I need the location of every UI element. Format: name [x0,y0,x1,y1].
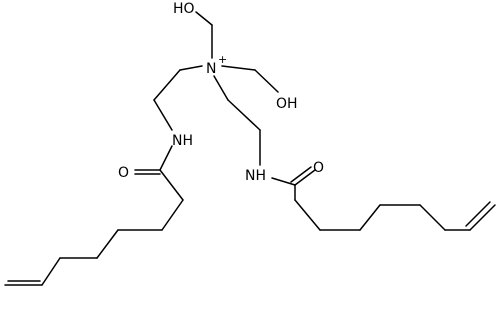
bond [161,199,184,231]
bond [213,75,229,101]
atom-oh-top: HO [173,1,195,17]
bond [41,257,61,286]
bond [254,69,279,93]
bond [419,204,446,231]
bond [227,99,261,131]
bond [195,11,213,26]
atom-o-left: O [118,165,129,181]
bond-lines [4,11,496,286]
bond [159,169,184,201]
double-bond [465,201,491,227]
double-bond [294,169,316,186]
double-bond [290,166,312,183]
bond [153,69,181,101]
bond [96,229,119,259]
bond [153,99,173,131]
atom-nh-left: NH [172,133,193,149]
bond [221,65,256,71]
bond [159,145,173,171]
bond [294,199,321,231]
atom-labels: N + HO OH NH NH O O [118,1,324,184]
atom-nh-right: NH [245,168,266,184]
bond [271,177,296,186]
atom-n-plus: N [206,61,216,77]
atom-oh-right: OH [276,96,298,112]
bond [469,204,496,231]
atom-o-right: O [313,160,324,176]
bond [179,65,203,71]
atom-n-charge: + [218,53,227,66]
bond [359,204,381,231]
